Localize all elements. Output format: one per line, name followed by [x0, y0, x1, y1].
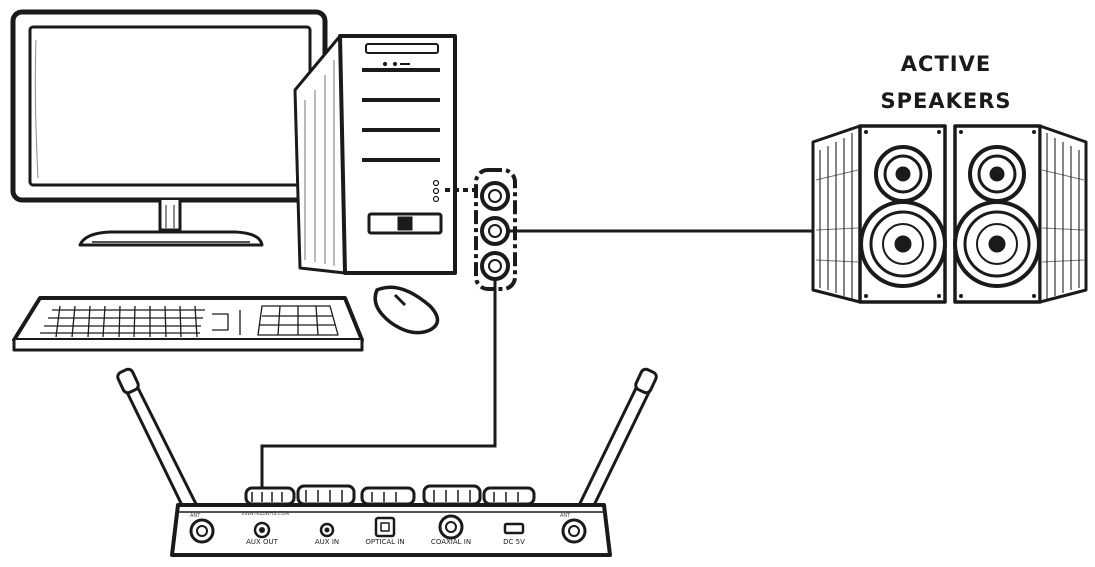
port-aux-in-jack [319, 522, 335, 538]
receiver-ant-left-label: ANT [190, 513, 201, 519]
computer-mouse [373, 285, 440, 335]
speakers-label-line2: SPEAKERS [880, 89, 1012, 113]
rca-jack-bottom [480, 251, 510, 281]
port-label-dc-5v: DC 5V [503, 538, 525, 546]
port-optical-in-jack [374, 516, 396, 538]
port-label-optical-in: OPTICAL IN [365, 538, 405, 546]
speaker-left [811, 124, 947, 304]
wireless-receiver [116, 367, 658, 557]
rca-jack-top [480, 181, 510, 211]
port-dc-5v-jack [503, 522, 525, 535]
port-label-aux-in: AUX IN [314, 538, 340, 546]
receiver-ant-right-label: ANT [560, 513, 571, 519]
port-label-coaxial-in: COAXIAL IN [430, 538, 472, 546]
active-speakers [811, 124, 1088, 304]
receiver-knobs [244, 484, 536, 506]
receiver-brand-url: VINNYKLUBHS.COM [241, 511, 290, 517]
speakers-label-line1: ACTIVE [900, 52, 992, 76]
computer-keyboard [12, 296, 364, 352]
rca-jack-middle [480, 216, 510, 246]
port-label-aux-out: AUX OUT [246, 538, 278, 546]
antenna-left [116, 367, 210, 536]
computer-tower [293, 34, 457, 275]
port-aux-out-jack [253, 521, 271, 539]
computer-monitor [10, 9, 328, 247]
port-coaxial-in-jack [438, 514, 464, 540]
receiver-cable [260, 279, 497, 525]
speaker-right [953, 124, 1088, 304]
